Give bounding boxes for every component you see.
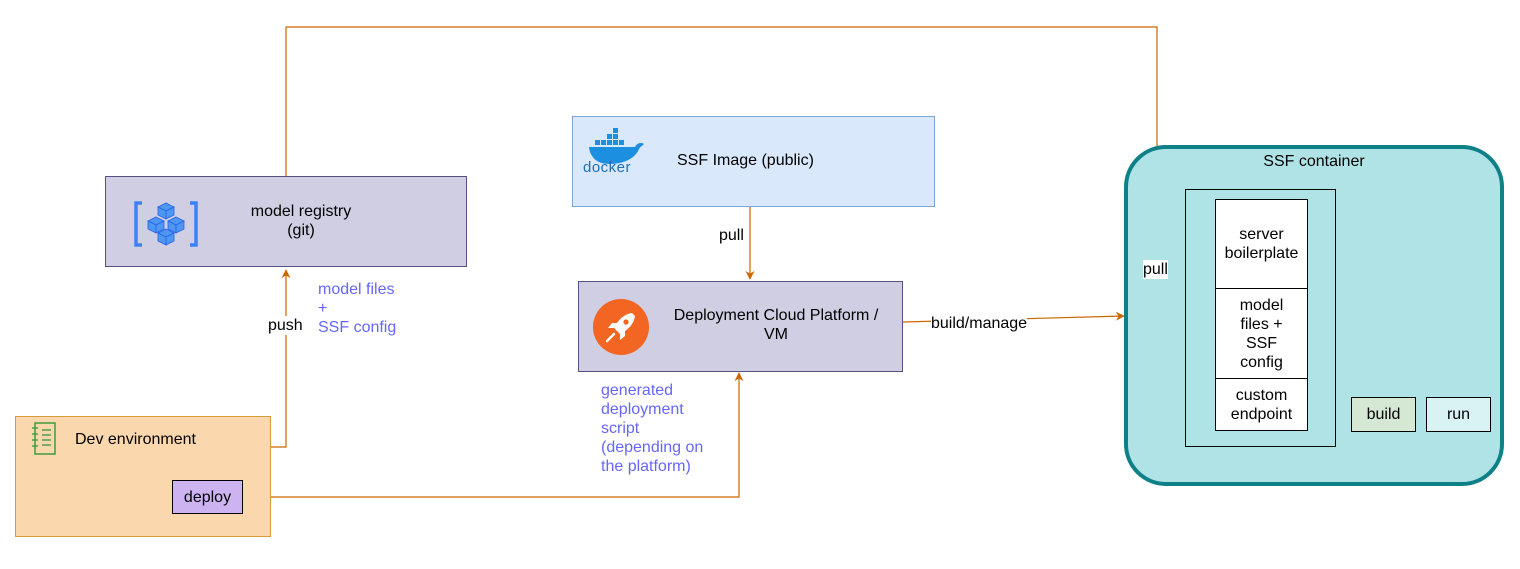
- model-files-line-4: config: [1240, 353, 1283, 371]
- model-files-annotation-line-1: model files: [318, 281, 395, 298]
- model-registry-node[interactable]: model registry (git): [105, 176, 467, 267]
- build-manage-label: build/manage: [931, 314, 1028, 333]
- model-files-annotation: model files + SSF config: [318, 280, 396, 337]
- deploy-annotation-line-3: script: [601, 420, 640, 437]
- rocket-icon: [593, 299, 649, 355]
- custom-endpoint-cell[interactable]: custom endpoint: [1215, 378, 1308, 431]
- model-files-annotation-line-2: +: [318, 300, 328, 317]
- model-files-annotation-line-3: SSF config: [318, 319, 397, 336]
- azure-registry-cubes-icon: [134, 201, 198, 247]
- deploy-annotation-line-1: generated: [601, 382, 674, 399]
- push-label: push: [268, 316, 303, 335]
- pull-registry-label: pull: [1143, 260, 1168, 279]
- edge-push: [271, 269, 291, 448]
- model-files-line-3: SSF: [1245, 334, 1278, 352]
- platform-title: Deployment Cloud Platform /: [673, 307, 879, 324]
- docker-logo-text: docker: [583, 159, 632, 176]
- model-files-cell[interactable]: model files + SSF config: [1215, 288, 1308, 379]
- server-boilerplate-line-1: server: [1239, 226, 1284, 243]
- container-inner-frame: [1185, 189, 1336, 447]
- custom-endpoint-line-1: custom: [1235, 386, 1288, 404]
- custom-endpoint-line-2: endpoint: [1230, 405, 1293, 423]
- deploy-button[interactable]: deploy: [172, 480, 243, 514]
- deployment-platform-node[interactable]: Deployment Cloud Platform / VM: [578, 281, 903, 372]
- pull-image-label: pull: [719, 227, 744, 244]
- server-boilerplate-line-2: boilerplate: [1224, 245, 1299, 262]
- ssf-container-title: SSF container: [1263, 153, 1365, 170]
- deploy-annotation: generated deployment script (depending o…: [601, 381, 703, 476]
- deploy-annotation-line-4: (depending on: [601, 439, 704, 456]
- edge-deploy: [243, 372, 744, 498]
- deploy-annotation-line-5: the platform): [601, 458, 691, 475]
- dev-environment-node[interactable]: Dev environment: [15, 416, 271, 537]
- notebook-icon: [32, 422, 56, 455]
- registry-subtitle: (git): [287, 222, 315, 239]
- model-files-line-1: model: [1239, 296, 1284, 314]
- ssf-image-label: SSF Image (public): [677, 152, 814, 169]
- build-step[interactable]: build: [1351, 397, 1416, 432]
- ssf-image-node[interactable]: docker SSF Image (public): [572, 116, 935, 207]
- registry-title: model registry: [250, 203, 352, 220]
- deploy-annotation-line-2: deployment: [601, 401, 684, 418]
- model-files-line-2: files +: [1240, 315, 1283, 333]
- docker-whale-icon: [589, 128, 644, 164]
- platform-subtitle: VM: [764, 326, 788, 343]
- dev-environment-label: Dev environment: [75, 431, 196, 448]
- run-step[interactable]: run: [1426, 397, 1491, 432]
- server-boilerplate-cell[interactable]: server boilerplate: [1215, 199, 1308, 289]
